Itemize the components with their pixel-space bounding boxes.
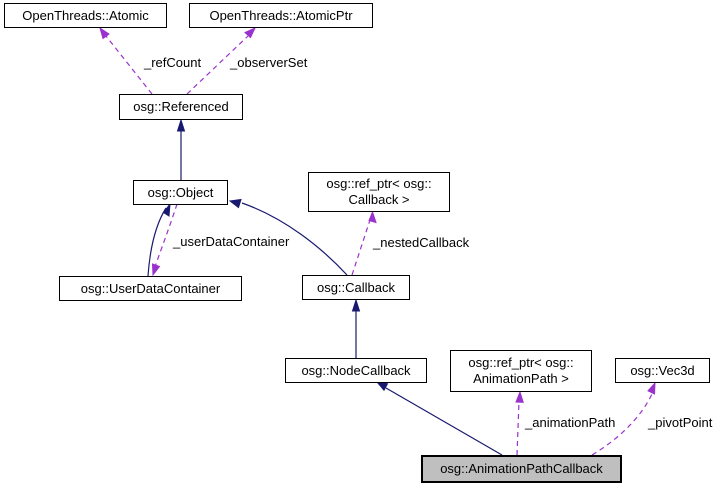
node-openthreads-atomicptr[interactable]: OpenThreads::AtomicPtr (189, 3, 373, 28)
edge-usage-referenced-refcount-atomic (99, 26, 153, 95)
edge-label-nestedcallback: _nestedCallback (373, 235, 470, 250)
edge-usage-animationpathcallback-animationpath-refptr (515, 390, 524, 456)
edge-usage-referenced-observerset-atomicptr (186, 26, 257, 95)
node-osg-vec3d[interactable]: osg::Vec3d (615, 358, 710, 383)
node-label: osg::NodeCallback (301, 362, 411, 378)
edge-inheritance-callback-object (228, 198, 348, 276)
node-label: OpenThreads::Atomic (22, 7, 149, 23)
edge-inheritance-userdatacontainer-object (147, 202, 171, 277)
edge-label-animationpath: _animationPath (525, 415, 616, 430)
node-label-line1: osg::ref_ptr< osg:: (468, 355, 574, 370)
edge-usage-animationpathcallback-pivotpoint-vec3d (591, 381, 656, 456)
node-label-line1: osg::ref_ptr< osg:: (326, 176, 432, 191)
node-label: osg::Vec3d (630, 362, 695, 378)
node-osg-nodecallback[interactable]: osg::NodeCallback (285, 358, 427, 383)
edge-inheritance-animationpathcallback-nodecallback (375, 381, 503, 456)
edge-inheritance-nodecallback-callback (351, 298, 361, 358)
edge-label-userdatacontainer: _userDataContainer (173, 234, 290, 249)
node-osg-referenced[interactable]: osg::Referenced (119, 94, 243, 120)
node-osg-refptr-animationpath[interactable]: osg::ref_ptr< osg:: AnimationPath > (450, 350, 592, 392)
edge-label-refcount: _refCount (144, 55, 202, 70)
node-label-line2: AnimationPath > (473, 371, 569, 386)
node-osg-userdatacontainer[interactable]: osg::UserDataContainer (59, 276, 242, 301)
node-osg-animationpathcallback-current: osg::AnimationPathCallback (421, 455, 622, 483)
node-label: osg::UserDataContainer (80, 280, 221, 296)
node-label: osg::AnimationPathCallback (440, 461, 603, 476)
node-osg-callback[interactable]: osg::Callback (302, 275, 410, 300)
node-osg-refptr-callback[interactable]: osg::ref_ptr< osg:: Callback > (308, 172, 450, 212)
edge-inheritance-object-referenced (176, 118, 186, 180)
node-osg-object[interactable]: osg::Object (133, 180, 228, 205)
edge-label-pivotpoint: _pivotPoint (648, 415, 713, 430)
edge-usage-object-userdatacontainer (151, 203, 178, 277)
node-label: OpenThreads::AtomicPtr (209, 7, 353, 23)
node-label: osg::Callback (316, 279, 396, 295)
node-openthreads-atomic[interactable]: OpenThreads::Atomic (4, 3, 167, 28)
node-label: osg::Referenced (133, 99, 229, 114)
edge-label-observerset: _observerSet (230, 55, 308, 70)
edge-usage-callback-nestedcallback-refptr (351, 210, 377, 276)
node-label-line2: Callback > (348, 192, 410, 207)
node-label: osg::Object (147, 184, 214, 200)
